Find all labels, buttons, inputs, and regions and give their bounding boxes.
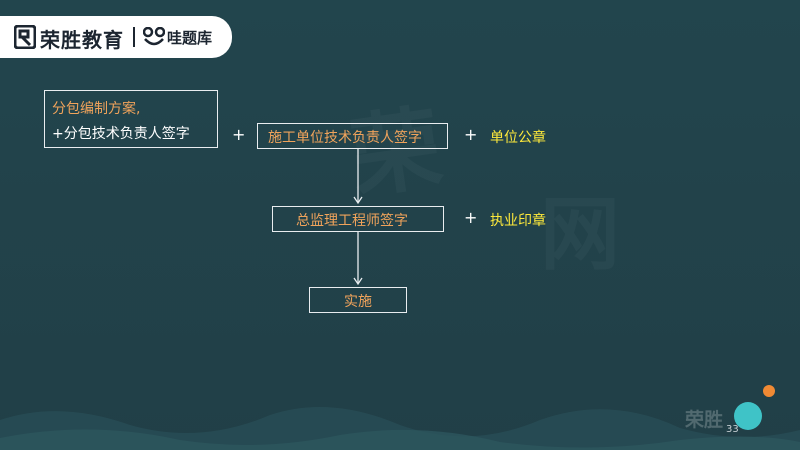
wa-tiku-logo-icon — [143, 27, 165, 46]
teal-circle-decoration — [734, 402, 762, 430]
product-name: 哇题库 — [167, 29, 213, 47]
logo-bar: 荣胜教育 哇题库 — [0, 16, 232, 58]
plus-sign-3: + — [464, 208, 478, 227]
box3-label: 总监理工程师签字 — [296, 213, 408, 229]
box1-line1: 分包编制方案, — [52, 101, 141, 117]
box2-label: 施工单位技术负责人签字 — [268, 130, 422, 146]
box4-label: 实施 — [344, 294, 372, 310]
box-chief-supervisor-signature: 总监理工程师签字 — [272, 206, 444, 232]
arrowhead-2 — [353, 277, 363, 286]
decorative-hills — [0, 407, 800, 450]
box1-line2: +分包技术负责人签字 — [52, 126, 190, 142]
seal-unit-stamp: 单位公章 — [490, 130, 546, 146]
box-contractor-tech-signature: 施工单位技术负责人签字 — [257, 123, 448, 149]
box-implementation: 实施 — [309, 287, 407, 313]
arrowhead-1 — [353, 196, 363, 205]
page-number: 33 — [726, 424, 739, 435]
box-subcontract-plan: 分包编制方案, +分包技术负责人签字 — [44, 90, 218, 148]
plus-sign-1: + — [232, 125, 246, 144]
logo-separator — [133, 27, 135, 47]
orange-dot-decoration — [763, 385, 775, 397]
seal-practice-stamp: 执业印章 — [490, 213, 546, 229]
footer-brand-mark: 荣胜 — [685, 409, 724, 431]
brand-logo-icon — [14, 25, 36, 49]
plus-sign-2: + — [464, 125, 478, 144]
brand-name: 荣胜教育 — [40, 28, 124, 52]
